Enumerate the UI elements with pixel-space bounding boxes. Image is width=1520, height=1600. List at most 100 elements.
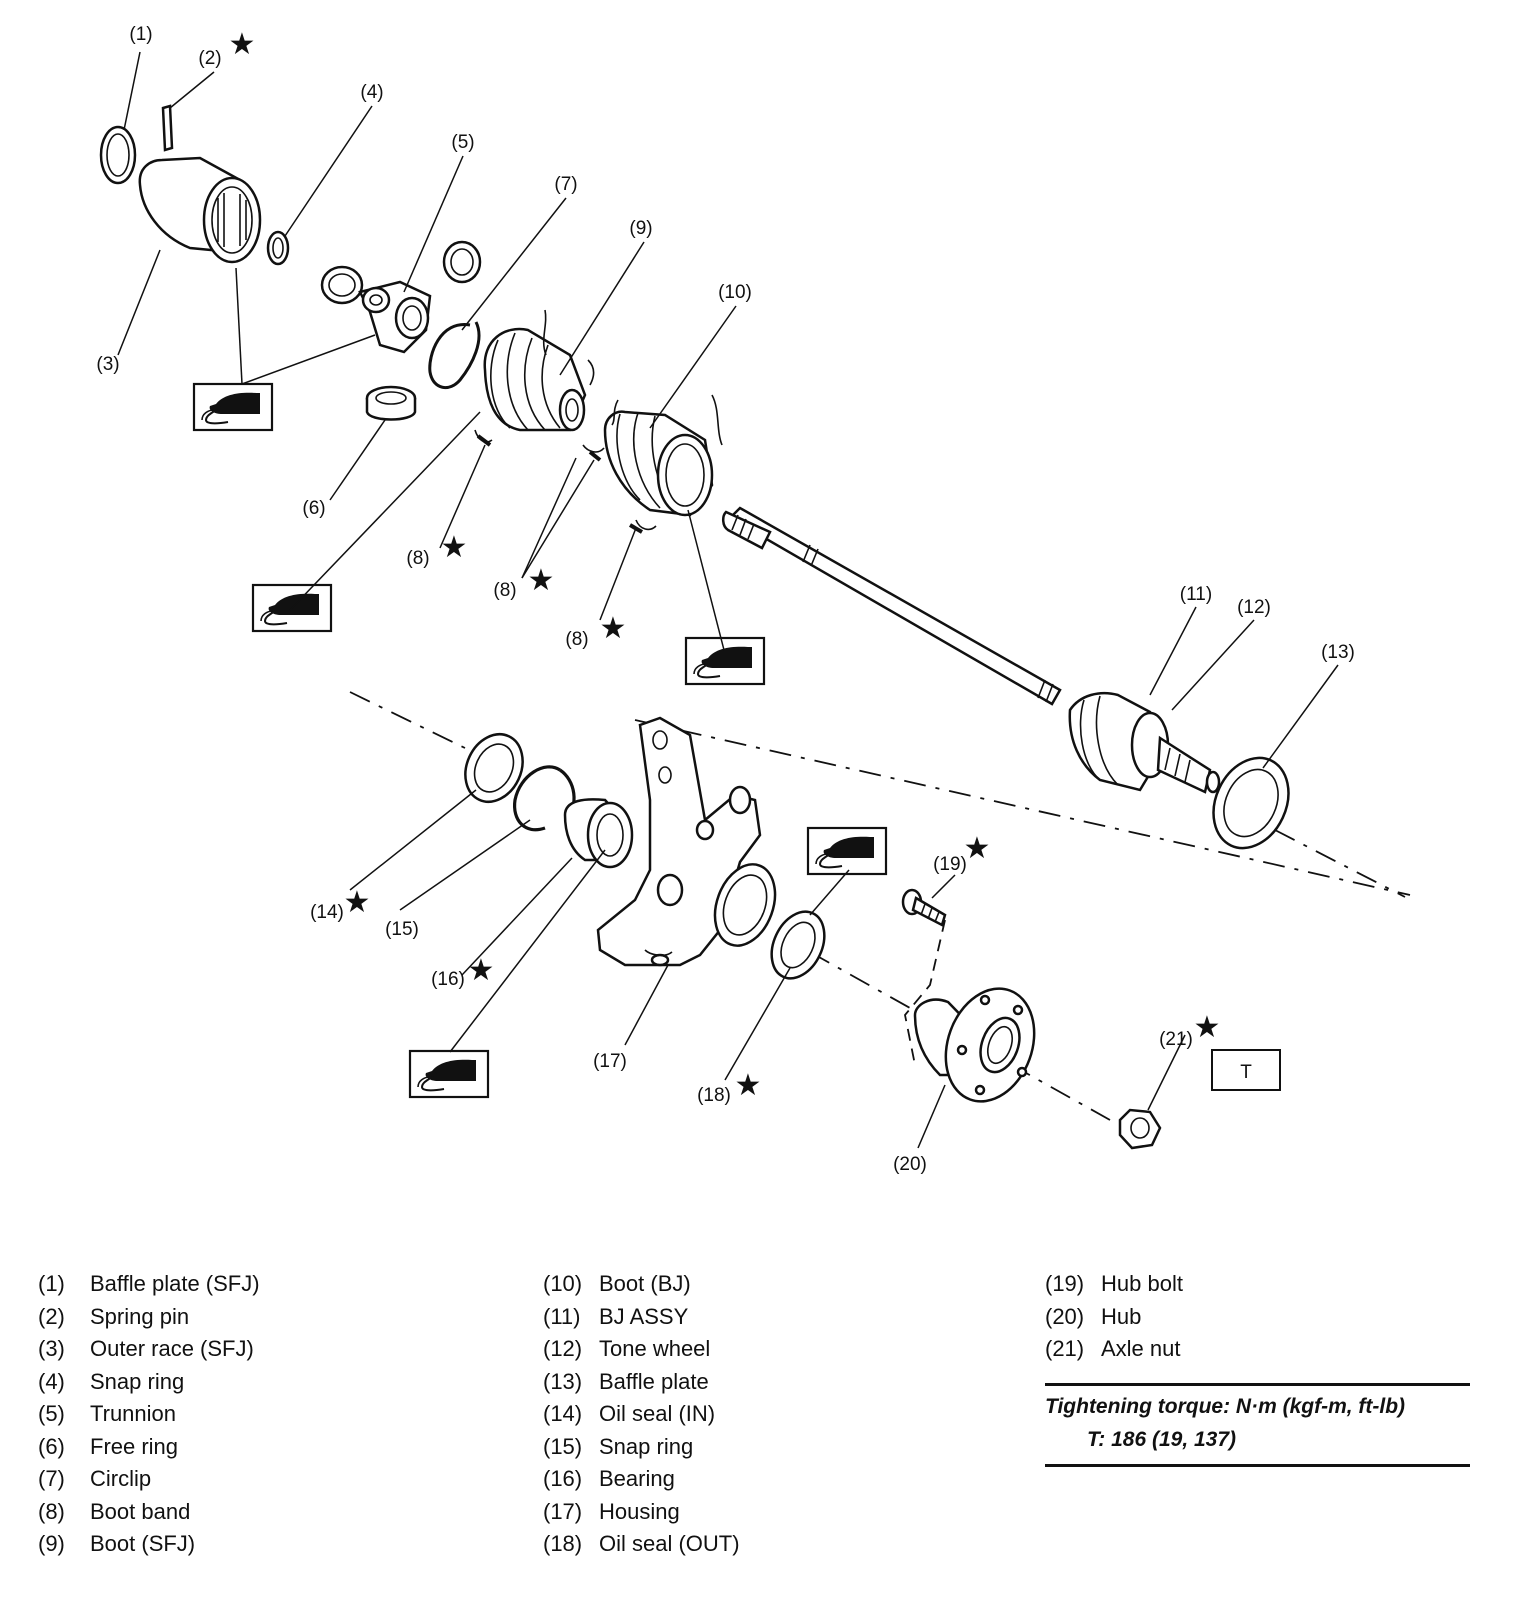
circlip — [428, 321, 481, 389]
legend-number: (16) — [543, 1466, 583, 1491]
legend-name: Oil seal (OUT) — [599, 1531, 740, 1556]
oil-seal-out — [770, 910, 826, 980]
legend-item: (21)Axle nut — [1045, 1333, 1183, 1366]
grease-application-icon — [684, 636, 766, 686]
oil-seal-in — [464, 733, 524, 803]
grease-application-icon — [408, 1049, 490, 1099]
legend-number: (6) — [38, 1433, 65, 1459]
callout-13: (13) — [1321, 642, 1355, 663]
callout-15: (15) — [385, 919, 419, 940]
alignment-line-bolt — [904, 919, 946, 1066]
callout-6: (6) — [302, 498, 325, 519]
legend-number: (1) — [38, 1271, 65, 1296]
housing — [596, 716, 777, 967]
grease-application-icon — [192, 382, 274, 432]
legend-number: (17) — [543, 1498, 583, 1524]
callout-3: (3) — [96, 354, 119, 375]
legend-number: (19) — [1045, 1271, 1085, 1296]
legend-column-2: (10)Boot (BJ) (11)BJ ASSY (12)Tone wheel… — [543, 1268, 740, 1561]
callout-8c: (8) — [565, 629, 588, 650]
callout-16: (16) — [431, 969, 465, 990]
torque-heading: Tightening torque: N·m (kgf-m, ft-lb) — [1045, 1395, 1406, 1418]
star-icon: ★ — [528, 563, 555, 598]
star-icon: ★ — [229, 27, 256, 62]
callout-5: (5) — [451, 132, 474, 153]
legend-number: (8) — [38, 1498, 65, 1524]
legend-name: Baffle plate — [599, 1368, 709, 1394]
legend-item: (10)Boot (BJ) — [543, 1268, 740, 1301]
legend-number: (18) — [543, 1531, 583, 1556]
legend-name: Bearing — [599, 1466, 675, 1491]
snap-ring-sfj — [266, 230, 290, 266]
legend-number: (12) — [543, 1336, 583, 1361]
boot-band-2 — [582, 444, 605, 462]
callout-19: (19) — [933, 854, 967, 875]
callout-12: (12) — [1237, 597, 1271, 618]
legend-name: Hub — [1101, 1303, 1142, 1329]
legend-item: (3) Outer race (SFJ) — [38, 1333, 260, 1366]
bj-assy — [1068, 691, 1221, 794]
legend-item: (14) Oil seal (IN) — [543, 1398, 740, 1431]
legend-number: (14) — [543, 1401, 583, 1426]
legend-item: (15) Snap ring — [543, 1431, 740, 1464]
boot-sfj — [483, 309, 595, 432]
legend-name: Oil seal (IN) — [599, 1401, 716, 1426]
parts-legend: (1) Baffle plate (SFJ) (2) Spring pin (3) O… — [0, 1268, 1520, 1568]
legend-item: (8) Boot band — [38, 1496, 260, 1529]
callout-20: (20) — [893, 1154, 927, 1175]
bearing — [563, 798, 634, 869]
callout-14: (14) — [310, 902, 344, 923]
torque-box — [1211, 1049, 1281, 1091]
legend-name: Circlip — [90, 1466, 152, 1491]
boot-bj — [603, 394, 723, 534]
legend-name: Snap ring — [599, 1433, 694, 1459]
exploded-view-diagram: T (1) (2) (4) (5) (7) (9) (10) (3) (6) (… — [96, 24, 1411, 1175]
legend-item: (7)Circlip — [38, 1463, 260, 1496]
legend-number: (3) — [38, 1336, 65, 1361]
legend-name: Boot (BJ) — [599, 1271, 691, 1296]
callout-8a: (8) — [406, 548, 429, 569]
legend-item: (9)Boot (SFJ) — [38, 1528, 260, 1561]
hub-bolt — [901, 888, 947, 927]
legend-number: (11) — [543, 1303, 581, 1329]
baffle-plate — [1212, 756, 1290, 850]
hub — [913, 987, 1036, 1103]
legend-name: Outer race (SFJ) — [90, 1336, 254, 1361]
baffle-plate-sfj — [99, 125, 137, 185]
tightening-torque-block: Tightening torque: N·m (kgf-m, ft-lb) T:… — [1045, 1383, 1470, 1467]
legend-name: Boot band — [90, 1498, 191, 1524]
star-icon: ★ — [441, 530, 468, 565]
legend-number: (4) — [38, 1368, 65, 1394]
alignment-line-upper — [349, 691, 466, 749]
legend-number: (13) — [543, 1368, 583, 1394]
legend-name: Trunnion — [90, 1401, 177, 1426]
callout-11: (11) — [1180, 584, 1212, 605]
legend-item: (5)Trunnion — [38, 1398, 260, 1431]
callout-1: (1) — [129, 24, 152, 45]
legend-item: (16) Bearing — [543, 1463, 740, 1496]
torque-bottom-rule — [1045, 1464, 1470, 1467]
legend-item: (18) Oil seal (OUT) — [543, 1528, 740, 1561]
legend-item: (19) Hub bolt — [1045, 1268, 1183, 1301]
torque-box-label: T — [1240, 1062, 1252, 1083]
legend-name: Housing — [599, 1498, 680, 1524]
legend-item: (2) Spring pin — [38, 1301, 260, 1334]
legend-item: (4) Snap ring — [38, 1366, 260, 1399]
axle-nut — [1118, 1108, 1162, 1150]
legend-name: Spring pin — [90, 1303, 190, 1329]
alignment-line-baffle — [1274, 829, 1406, 898]
callout-4: (4) — [360, 82, 383, 103]
legend-name: Snap ring — [90, 1368, 185, 1394]
legend-name: Axle nut — [1101, 1336, 1181, 1361]
legend-number: (15) — [543, 1433, 583, 1459]
legend-name: Baffle plate (SFJ) — [90, 1271, 260, 1296]
axle-shaft — [722, 506, 1062, 706]
legend-item: (11)BJ ASSY — [543, 1301, 740, 1334]
trunnion — [320, 240, 482, 354]
callout-21: (21) — [1159, 1029, 1193, 1050]
legend-number: (2) — [38, 1303, 65, 1329]
legend-name: Hub bolt — [1101, 1271, 1183, 1296]
callout-9: (9) — [629, 218, 652, 239]
callout-2: (2) — [198, 48, 221, 69]
legend-number: (20) — [1045, 1303, 1085, 1329]
